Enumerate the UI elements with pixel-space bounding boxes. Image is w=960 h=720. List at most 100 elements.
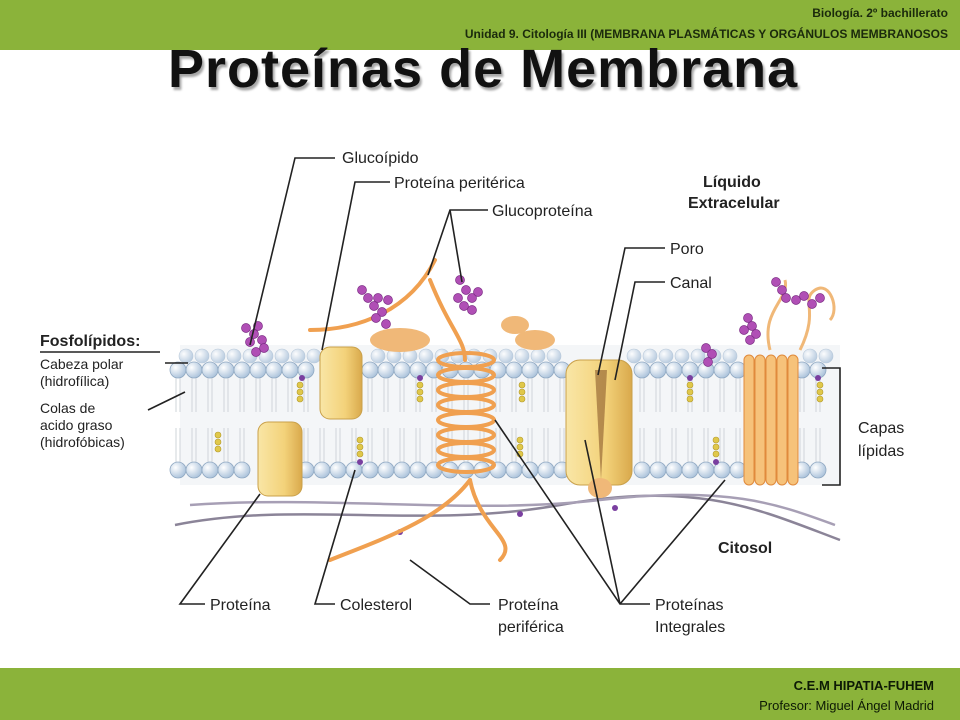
sugar-bead (453, 293, 463, 303)
label-citosol: Citosol (718, 540, 772, 557)
label-colas-3: (hidrofóbicas) (40, 434, 125, 450)
phospholipid-head (297, 361, 315, 379)
cholesterol-bead (686, 395, 694, 403)
phospholipid-head (377, 361, 395, 379)
cholesterol-bead (686, 388, 694, 396)
phospholipid-head (217, 461, 235, 479)
teacher-name: Profesor: Miguel Ángel Madrid (759, 698, 934, 713)
phospholipid-head (665, 361, 683, 379)
integral-protein-block (257, 421, 303, 497)
phospholipid-head (665, 461, 683, 479)
phospholipid-head (713, 361, 731, 379)
label-capas-1: Capas (858, 420, 904, 437)
helix-turn (436, 456, 496, 474)
phospholipid-head (649, 461, 667, 479)
phospholipid-head (674, 348, 690, 364)
phospholipid-head (514, 348, 530, 364)
label-periferica-1: Proteína (498, 597, 559, 614)
sugar-bead (791, 295, 801, 305)
phospholipid-head (281, 361, 299, 379)
phospholipid-head (201, 361, 219, 379)
transmembrane-segment (765, 354, 777, 486)
sugar-bead (371, 313, 381, 323)
cholesterol-bead (712, 443, 720, 451)
label-canal: Canal (670, 275, 712, 292)
phospholipid-head (226, 348, 242, 364)
cholesterol-bead (416, 395, 424, 403)
label-proteina: Proteína (210, 597, 271, 614)
cholesterol-bead (686, 381, 694, 389)
cholesterol-bead (356, 436, 364, 444)
phospholipid-head (722, 348, 738, 364)
phospholipid-head (377, 461, 395, 479)
phospholipid-head (265, 361, 283, 379)
sugar-bead (777, 285, 787, 295)
sugar-bead (771, 277, 781, 287)
sugar-bead (807, 299, 817, 309)
sugar-bead (815, 293, 825, 303)
label-capas-2: lípidas (858, 443, 904, 460)
phospholipid-head (505, 361, 523, 379)
lipid-bilayer (169, 345, 840, 485)
phospholipid-head (409, 361, 427, 379)
label-liquido-2: Extracelular (688, 195, 780, 212)
sugar-bead (241, 323, 251, 333)
phospholipid-head (409, 461, 427, 479)
sugar-bead (739, 325, 749, 335)
cholesterol-bead (518, 381, 526, 389)
phospholipid-head (290, 348, 306, 364)
sugar-bead (747, 321, 757, 331)
sugar-bead (383, 295, 393, 305)
phospholipid-head (809, 461, 827, 479)
helical-protein (308, 258, 508, 562)
phospholipid-head (233, 461, 251, 479)
unit-label: Unidad 9. Citología III (MEMBRANA PLASMÁ… (464, 27, 948, 41)
phospholipid-head (802, 348, 818, 364)
label-integrales-1: Proteínas (655, 597, 723, 614)
purple-marker (299, 375, 305, 381)
channel-protein (565, 359, 633, 498)
phospholipid-head (194, 348, 210, 364)
label-cabeza-1: Cabeza polar (40, 356, 124, 372)
cholesterol-bead (516, 443, 524, 451)
purple-marker (815, 375, 821, 381)
phospholipid-head (178, 348, 194, 364)
label-proteina-periterica: Proteína peritérica (394, 175, 525, 192)
cholesterol-bead (296, 381, 304, 389)
sugar-bead (455, 275, 465, 285)
sugar-bead (363, 293, 373, 303)
phospholipid-head (393, 361, 411, 379)
purple-marker (713, 459, 719, 465)
phospholipid-head (210, 348, 226, 364)
phospholipid-head (697, 461, 715, 479)
label-colas-1: Colas de (40, 400, 95, 416)
phospholipid-head (329, 461, 347, 479)
sugar-bead (459, 301, 469, 311)
multipass-protein (743, 279, 836, 486)
cholesterol-bead (816, 388, 824, 396)
phospholipid-head (690, 348, 706, 364)
sugar-bead (373, 293, 383, 303)
transmembrane-segment (776, 354, 788, 486)
phospholipid-head (521, 361, 539, 379)
cholesterol-bead (296, 388, 304, 396)
phospholipid-head (498, 348, 514, 364)
cholesterol-bead (416, 381, 424, 389)
sugar-bead (257, 335, 267, 345)
cholesterol-molecules (214, 375, 824, 465)
cholesterol-bead (356, 443, 364, 451)
sugar-bead (251, 347, 261, 357)
sugar-bead (381, 319, 391, 329)
sugar-bead (461, 285, 471, 295)
purple-marker (687, 375, 693, 381)
sugar-bead (751, 329, 761, 339)
school-name: C.E.M HIPATIA-FUHEM (793, 678, 934, 693)
transmembrane-segment (787, 354, 799, 486)
phospholipid-head (169, 461, 187, 479)
phospholipid-head (361, 461, 379, 479)
sugar-bead (703, 357, 713, 367)
sugar-bead (467, 305, 477, 315)
phospholipid-head (681, 461, 699, 479)
cholesterol-bead (516, 436, 524, 444)
